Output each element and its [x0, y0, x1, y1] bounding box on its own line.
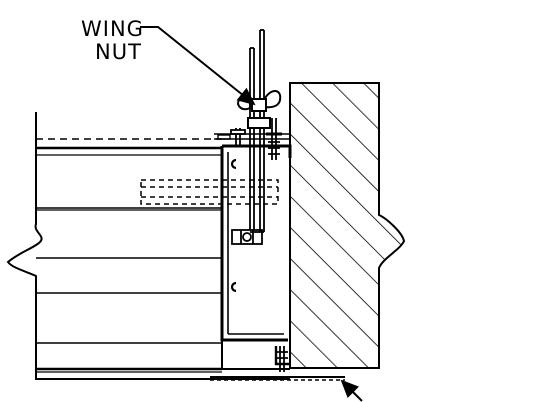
- wing-nut-leader: [140, 26, 256, 106]
- panel-stack: [6, 112, 290, 380]
- wall-section: [289, 82, 406, 369]
- top-cap: [214, 133, 290, 140]
- bottom-flashing: [210, 376, 345, 381]
- clip-symbols: [230, 158, 237, 293]
- wing-nut-label-line1: WING: [81, 17, 144, 41]
- bottom-leader: [340, 379, 363, 402]
- vertical-rods: [249, 29, 265, 233]
- wing-nut-label-line2: NUT: [95, 40, 142, 64]
- hex-nut: [231, 229, 263, 245]
- hidden-bar: [140, 179, 279, 205]
